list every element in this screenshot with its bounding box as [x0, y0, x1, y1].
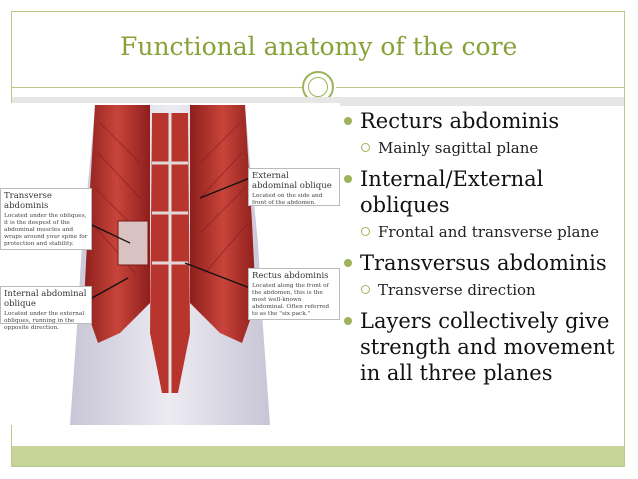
label-description: Located under the obliques, it is the de…: [4, 213, 88, 247]
torso-drawing: [70, 105, 270, 425]
label-internal-abdominal-oblique: Internal abdominal oblique Located under…: [0, 286, 92, 331]
label-transverse-abdominis: Transverse abdominis Located under the o…: [0, 188, 92, 250]
sub-bullet-text: Mainly sagittal plane: [378, 139, 539, 157]
label-title: Rectus abdominis: [252, 271, 329, 281]
bullet-item: Internal/External obliques: [338, 166, 634, 218]
bullet-list: Recturs abdominis Mainly sagittal plane …: [338, 108, 634, 388]
header-band: [12, 97, 624, 106]
label-description: Located on the side and front of the abd…: [252, 193, 323, 206]
sub-bullet-item: Transverse direction: [338, 280, 634, 300]
label-rectus-abdominis: Rectus abdominis Located along the front…: [248, 268, 340, 320]
sub-bullet-item: Mainly sagittal plane: [338, 138, 634, 158]
label-description: Located under the external obliques, run…: [4, 311, 85, 331]
label-external-abdominal-oblique: External abdominal oblique Located on th…: [248, 168, 340, 206]
ring-bullet-icon: [361, 285, 370, 294]
bullet-item: Layers collectively give strength and mo…: [338, 308, 634, 386]
label-title: Transverse abdominis: [4, 191, 52, 211]
abdominal-muscles-illustration: Transverse abdominis Located under the o…: [0, 103, 340, 425]
slide-title: Functional anatomy of the core: [120, 32, 518, 61]
sub-bullet-text: Frontal and transverse plane: [378, 223, 600, 241]
ring-bullet-icon: [361, 143, 370, 152]
label-title: External abdominal oblique: [252, 171, 332, 191]
bullet-item: Recturs abdominis: [338, 108, 634, 134]
footer-band: [12, 446, 624, 466]
label-title: Internal abdominal oblique: [4, 289, 87, 309]
title-divider-left: [12, 87, 303, 88]
ring-bullet-icon: [361, 227, 370, 236]
title-divider-right: [336, 87, 625, 88]
sub-bullet-item: Frontal and transverse plane: [338, 222, 634, 242]
sub-bullet-text: Transverse direction: [378, 281, 536, 299]
label-description: Located along the front of the abdomen, …: [252, 283, 330, 317]
bullet-item: Transversus abdominis: [338, 250, 634, 276]
